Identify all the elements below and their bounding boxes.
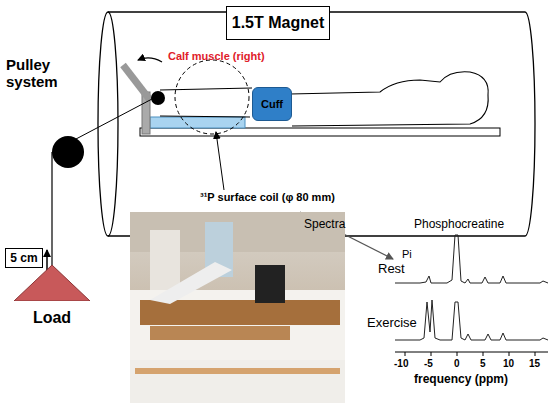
load-triangle: Load xyxy=(14,265,90,301)
axis-title: frequency (ppm) xyxy=(414,373,508,386)
tick-label: 5 xyxy=(480,358,486,369)
calf-muscle-outline xyxy=(175,60,249,134)
magnet-label-box: 1.5T Magnet xyxy=(226,6,330,40)
tick-label: -5 xyxy=(424,358,433,369)
node-text: Pulley system xyxy=(6,56,86,91)
motion-arrow xyxy=(138,58,162,62)
node-text: 1.5T Magnet xyxy=(232,14,324,32)
pulley-shape xyxy=(52,136,84,168)
foot-pedal xyxy=(123,65,150,100)
tick-label: 10 xyxy=(503,358,514,369)
annotation-label: Spectra xyxy=(304,218,345,231)
displacement-box: 5 cm xyxy=(5,248,43,268)
rest-spectrum xyxy=(395,235,548,283)
tick-label: -10 xyxy=(394,358,408,369)
tick-label: 0 xyxy=(454,358,460,369)
surface-coil xyxy=(150,117,245,128)
part-label: Calf muscle (right) xyxy=(168,50,265,62)
leader-line xyxy=(216,132,224,190)
tick-label: 15 xyxy=(529,358,540,369)
cuff-box: Cuff xyxy=(252,87,292,121)
scanner-bed xyxy=(140,128,500,136)
node-text: Load xyxy=(14,309,90,327)
node-text: Cuff xyxy=(261,98,283,110)
part-label: ³¹P surface coil (φ 80 mm) xyxy=(200,191,335,203)
frequency-axis xyxy=(395,352,548,356)
peak-label: Pi xyxy=(402,248,412,260)
rope xyxy=(76,99,152,139)
exercise-spectrum xyxy=(395,300,548,340)
condition-label: Exercise xyxy=(367,316,417,330)
node-outline xyxy=(14,265,90,301)
setup-photo xyxy=(130,212,345,403)
rope-connector xyxy=(51,152,52,265)
peak-label: Phosphocreatine xyxy=(414,218,504,231)
condition-label: Rest xyxy=(378,262,405,276)
pulley-wheel: Pulley system xyxy=(52,136,84,168)
subject-outline xyxy=(160,72,488,126)
node-outline xyxy=(52,136,84,168)
node-text: 5 cm xyxy=(10,251,37,265)
magnet-cylinder xyxy=(98,12,535,236)
pedal-pivot xyxy=(151,91,165,105)
load-shape xyxy=(14,265,90,301)
